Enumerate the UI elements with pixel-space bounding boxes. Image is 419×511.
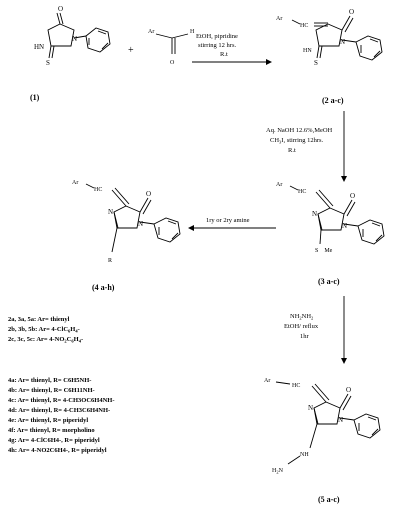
atom-n-3a: N [312,210,317,218]
atom-n-1: N [72,35,77,43]
plus-sign: + [128,45,134,56]
compound-5-structure [275,381,381,465]
atom-nh2-5: H2N [272,468,284,475]
compound-1-structure [47,12,111,59]
atom-nh-5: NH [300,452,309,458]
atom-o-1: O [58,5,63,13]
atom-s-1: S [46,59,50,67]
legend-compounds-4: 4a: Ar= thienyl, R= C6H5NH- 4b: Ar= thie… [8,377,115,454]
compound-label-3: (3 a-c) [318,277,340,286]
atom-hc-3: HC [298,189,306,195]
compound-label-1: (1) [30,93,40,102]
cond-step4-line2: EtOH/ reflux [284,323,319,330]
atom-n-5b: N [338,416,343,424]
atom-o-5: O [346,386,351,394]
atom-n-2: N [340,38,345,46]
arrow-step-3 [188,225,276,231]
legend-ar-groups: 2a, 3a, 5a: Ar= thienyl 2b, 3b, 5b: Ar= … [8,316,83,344]
arrow-step-1 [192,59,272,65]
legend-4-line: 4d: Ar= thienyl, R= 4-CH3C6H4NH- [8,407,110,414]
cond-step1-line1: EtOH, pipridine [196,33,238,40]
atom-hn-1: HN [34,43,44,51]
legend-4-line: 4g: Ar= 4-ClC6H4-, R= piperidyl [8,437,100,444]
atom-hc-2: HC [300,23,308,29]
cond-step2-line2: CH3I, stirring 12hrs. [270,137,324,145]
cond-step3-line1: 1ry or 2ry amine [206,217,250,224]
legend-4-line: 4b: Ar= thienyl, R= C6H11NH- [8,387,95,394]
legend-ar-line-1: 2a, 3a, 5a: Ar= thienyl [8,316,70,323]
atom-s-2: S [314,59,318,67]
legend-4-line: 4e: Ar= thienyl, R= piperidyl [8,417,88,424]
cond-step4-line1: NH2NH2 [290,313,313,321]
legend-ar-line-3: 2c, 3c, 5c: Ar= 4-NO2C6H4- [8,336,83,344]
atom-n-4a: N [108,208,113,216]
compound-2-structure [291,15,383,61]
atom-o-3: O [350,192,355,200]
atom-hn-2: HN [303,48,312,54]
aldehyde-structure [155,33,189,54]
atom-n-4b: N [138,220,143,228]
compound-4-structure [85,183,181,253]
compound-label-2: (2 a-c) [322,96,344,105]
legend-4-line: 4f: Ar= thienyl, R= morpholino [8,427,95,434]
atom-ar-2: Ar [276,16,282,22]
atom-r-4: R [108,258,112,264]
cond-step4-line3: 1hr [300,333,310,340]
cond-step2-line1: Aq. NaOH 12.6%,MeOH [266,127,333,134]
arrow-step-2 [341,111,347,182]
atom-ar-4: Ar [72,180,78,186]
atom-o-2: O [349,8,354,16]
atom-hc-5: HC [292,383,300,389]
atom-h-aldehyde: H [190,29,195,35]
compound-label-5: (5 a-c) [318,495,340,504]
legend-4-line: 4h: Ar= 4-NO2C6H4-, R= piperidyl [8,447,107,454]
atom-n-3b: N [342,222,347,230]
atom-ar-3: Ar [276,182,282,188]
atom-hc-4: HC [94,187,102,193]
legend-ar-line-2: 2b, 3b, 5b: Ar= 4-ClC6H4- [8,326,80,334]
atom-o-aldehyde: O [170,60,175,66]
arrow-step-4 [341,296,347,364]
legend-4-line: 4c: Ar= thienyl, R= 4-CH3OC6H4NH- [8,397,115,404]
atom-ar-5: Ar [264,378,270,384]
atom-ar-aldehyde: Ar [148,29,154,35]
cond-step2-line3: R.t [288,147,296,154]
cond-step1-line2: stirring 12 hrs. [198,42,236,49]
legend-4-line: 4a: Ar= thienyl, R= C6H5NH- [8,377,91,384]
compound-3-structure [289,185,385,245]
atom-n-5a: N [308,404,313,412]
compound-label-4: (4 a-h) [92,283,115,292]
cond-step1-line3: R.t [220,51,228,58]
atom-o-4: O [146,190,151,198]
